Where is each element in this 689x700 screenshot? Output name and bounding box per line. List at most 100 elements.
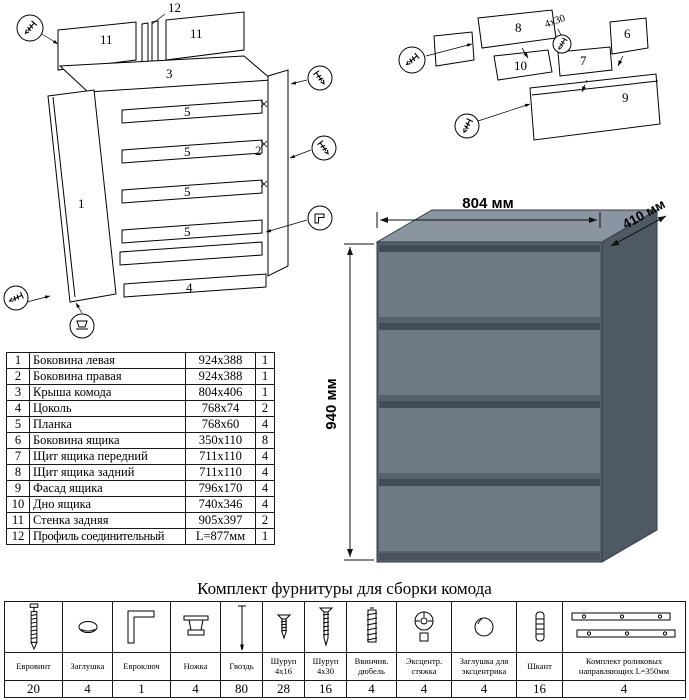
assembly-arrows: [521, 47, 624, 93]
part-label-5: 5: [184, 144, 191, 159]
hardware-label: Ножка: [170, 652, 221, 681]
hardware-label: Евроключ: [112, 652, 171, 681]
hardware-labels-row: Евровинт Заглушка Евроключ Ножка Гвоздь …: [4, 652, 686, 681]
hardware-qty: 4: [346, 680, 397, 698]
part-qty: 1: [255, 384, 275, 401]
drawer-exploded-diagram: 4x30 8 6 10 7 9: [398, 9, 661, 141]
screw-callout-icon: [454, 103, 531, 139]
joint-cross-marks: [260, 100, 268, 188]
part-label-5: 5: [184, 224, 191, 239]
hardware-label: Заглушка: [62, 652, 113, 681]
part-label-12: 12: [168, 0, 181, 15]
right-side-panel: [267, 69, 289, 277]
dresser-body: [375, 209, 659, 563]
part-label-3: 3: [166, 66, 173, 81]
hardware-qty: 4: [170, 680, 221, 698]
hardware-qty: 28: [262, 680, 305, 698]
part-label-11: 11: [100, 32, 113, 47]
hardware-kit-title: Комплект фурнитуры для сборки комода: [197, 579, 492, 598]
hardware-label: Шуруп 4x30: [304, 652, 347, 681]
plinth-panels: [119, 241, 267, 298]
part-qty: 1: [255, 352, 275, 369]
part-size: 740x346: [185, 496, 256, 513]
part-label-1: 1: [78, 196, 85, 211]
part-qty: 1: [255, 368, 275, 385]
screw-4x30-callout-icon: [552, 28, 572, 54]
part-size: 796x170: [185, 480, 256, 497]
part-qty: 2: [255, 512, 275, 529]
part-number: 3: [6, 384, 30, 401]
frame-exploded-diagram: 12 11 11 3 5 5 5 5 1 2 4: [3, 0, 337, 339]
drawer-front: [379, 323, 600, 395]
hardware-qty: 4: [451, 680, 517, 698]
table-row: 2 Боковина правая 924x388 1: [6, 368, 275, 385]
part-name: Планка: [29, 416, 186, 433]
screw-4x30-icon: [304, 601, 347, 653]
part-label-9: 9: [622, 90, 629, 105]
screw-callout-icon: [290, 65, 333, 91]
part-number: 2: [6, 368, 30, 385]
hardware-label: Гвоздь: [220, 652, 263, 681]
part-qty: 4: [255, 448, 275, 465]
screw-callout-icon: [3, 285, 51, 311]
drawer-slides-icon: [562, 601, 686, 653]
part-number: 6: [6, 432, 30, 449]
part-size: L=877мм: [185, 528, 256, 545]
table-row: 12 Профиль соединительный L=877мм 1: [6, 528, 275, 545]
parts-table: 1 Боковина левая 924x388 1 2 Боковина пр…: [6, 352, 275, 545]
hardware-qty: 16: [516, 680, 563, 698]
hardware-qty: 4: [62, 680, 113, 698]
part-name: Стенка задняя: [29, 512, 186, 529]
part-name: Боковина ящика: [29, 432, 186, 449]
part-label-2: 2: [255, 143, 262, 158]
hardware-qty-row: 20 4 1 4 80 28 16 4 4 4 16 4: [4, 680, 686, 698]
hardware-label: Комплект роликовых направляющих L=350мм: [562, 652, 686, 681]
hex-key-icon: [112, 601, 171, 653]
plinth-shadow: [379, 553, 600, 560]
part-size: 905x397: [185, 512, 256, 529]
screw-callout-icon: [16, 14, 59, 45]
drawer-facade-panel: [529, 73, 661, 141]
part-qty: 8: [255, 432, 275, 449]
table-row: 10 Дно ящика 740x346 4: [6, 496, 275, 513]
hardware-icons-row: [4, 601, 686, 653]
part-size: 924x388: [185, 352, 256, 369]
part-label-10: 10: [514, 58, 527, 73]
part-name: Крыша комода: [29, 384, 186, 401]
part-name: Профиль соединительный: [29, 528, 186, 545]
part-size: 768x60: [185, 416, 256, 433]
screw-4x16-icon: [262, 601, 305, 653]
part-number: 4: [6, 400, 30, 417]
part-label-8: 8: [515, 20, 522, 35]
table-row: 3 Крыша комода 804x406 1: [6, 384, 275, 401]
part-qty: 4: [255, 480, 275, 497]
part-size: 711x110: [185, 464, 256, 481]
part-label-5: 5: [184, 104, 191, 119]
hardware-label: Евровинт: [4, 652, 63, 681]
part-size: 804x406: [185, 384, 256, 401]
hardware-qty: 4: [396, 680, 452, 698]
connector-profile: [141, 20, 159, 67]
part-name: Дно ящика: [29, 496, 186, 513]
table-row: 11 Стенка задняя 905x397 2: [6, 512, 275, 529]
part-number: 9: [6, 480, 30, 497]
table-row: 5 Планка 768x60 4: [6, 416, 275, 433]
drawer-front-panel: [557, 46, 613, 77]
table-row: 6 Боковина ящика 350x110 8: [6, 432, 275, 449]
hardware-qty: 16: [304, 680, 347, 698]
hardware-table: Евровинт Заглушка Евроключ Ножка Гвоздь …: [4, 601, 686, 698]
part-number: 7: [6, 448, 30, 465]
part-number: 10: [6, 496, 30, 513]
hardware-qty: 20: [4, 680, 63, 698]
part-qty: 1: [255, 528, 275, 545]
back-slats: [121, 99, 263, 244]
back-wall-panels: [57, 11, 245, 71]
dresser-dimension-drawing: 804 мм 410 мм 940 мм: [323, 195, 668, 563]
drawer-front: [379, 479, 600, 551]
part-label-7: 7: [580, 53, 587, 68]
part-qty: 2: [255, 400, 275, 417]
height-dimension-label: 940 мм: [323, 378, 340, 429]
part-number: 1: [6, 352, 30, 369]
part-label-5: 5: [184, 184, 191, 199]
screw-callout-icon: [398, 43, 473, 74]
